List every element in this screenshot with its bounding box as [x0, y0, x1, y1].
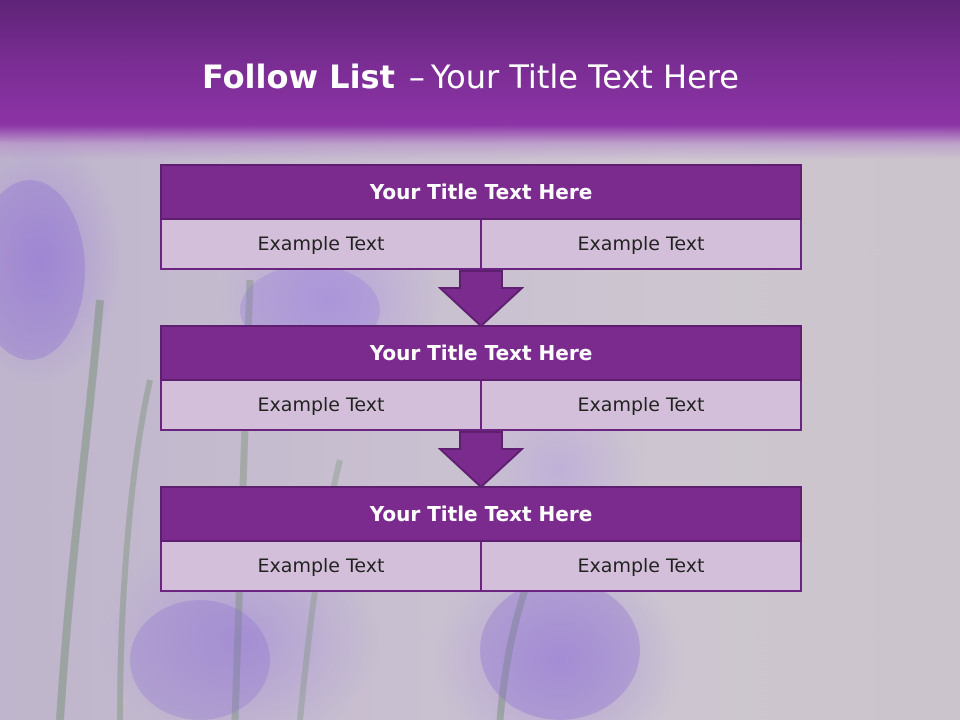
step-row: Example Text Example Text [160, 542, 802, 592]
step-title: Your Title Text Here [160, 486, 802, 542]
slide-title: Follow List–Your Title Text Here [202, 55, 739, 99]
step-title: Your Title Text Here [160, 325, 802, 381]
step-block-2: Your Title Text Here Example Text Exampl… [160, 325, 802, 431]
title-banner [0, 0, 960, 160]
step-block-3: Your Title Text Here Example Text Exampl… [160, 486, 802, 592]
slide-title-rest: Your Title Text Here [430, 58, 739, 96]
step-block-1: Your Title Text Here Example Text Exampl… [160, 164, 802, 270]
down-arrow-icon [438, 270, 524, 328]
slide-title-dash: – [408, 58, 425, 96]
step-cell-right: Example Text [482, 220, 802, 270]
step-title: Your Title Text Here [160, 164, 802, 220]
step-cell-left: Example Text [160, 220, 482, 270]
down-arrow-icon [438, 431, 524, 489]
step-cell-right: Example Text [482, 542, 802, 592]
step-cell-left: Example Text [160, 542, 482, 592]
step-cell-right: Example Text [482, 381, 802, 431]
slide-title-bold: Follow List [202, 58, 395, 96]
step-cell-left: Example Text [160, 381, 482, 431]
step-row: Example Text Example Text [160, 220, 802, 270]
step-row: Example Text Example Text [160, 381, 802, 431]
